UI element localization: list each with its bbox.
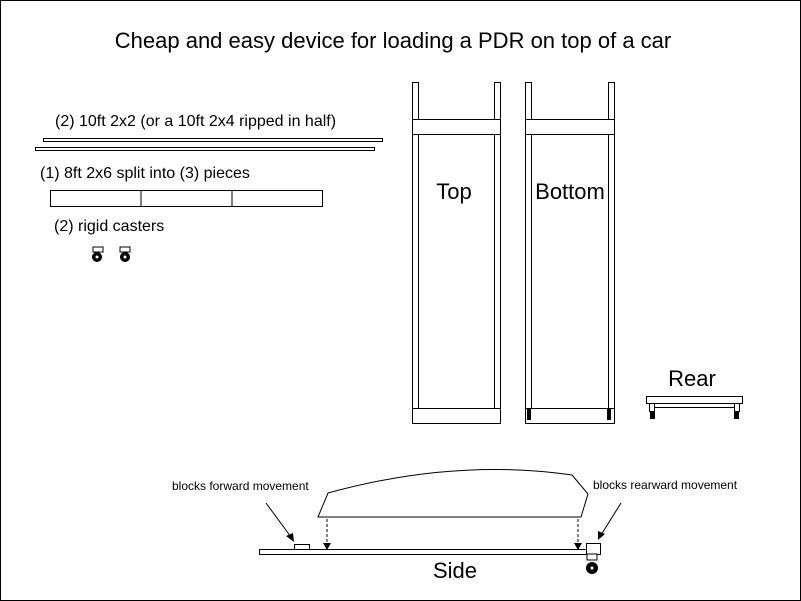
caster-icon [92,246,104,262]
lumber-2x2-boards [35,138,383,151]
rear-view-label: Rear [668,366,716,391]
annotation-arrow-icon [598,502,622,540]
arrow-down-icon [574,519,582,550]
annotation-arrow-icon [265,502,294,542]
material-2x2-label: (2) 10ft 2x2 (or a 10ft 2x4 ripped in ha… [55,113,336,130]
caster-icon [119,246,131,262]
bottom-view-frame [525,82,615,424]
material-2x6-label: (1) 8ft 2x6 split into (3) pieces [40,165,250,182]
top-view-label: Top [436,179,471,204]
rear-view-frame [646,396,743,412]
pdr-boat-profile [317,468,589,518]
side-view-label: Side [433,558,477,583]
caster-icon [586,553,598,574]
lumber-2x6-pieces [50,190,323,207]
arrow-down-icon [323,519,331,550]
caster-icon [527,409,611,420]
top-view-frame [412,82,501,424]
forward-block-annotation: blocks forward movement [172,479,309,493]
bottom-view-label: Bottom [535,179,605,204]
side-view-frame [259,543,601,555]
diagram-title: Cheap and easy device for loading a PDR … [115,28,671,53]
caster-icon [650,411,739,419]
rearward-block-annotation: blocks rearward movement [593,478,738,492]
material-casters-label: (2) rigid casters [54,218,164,235]
